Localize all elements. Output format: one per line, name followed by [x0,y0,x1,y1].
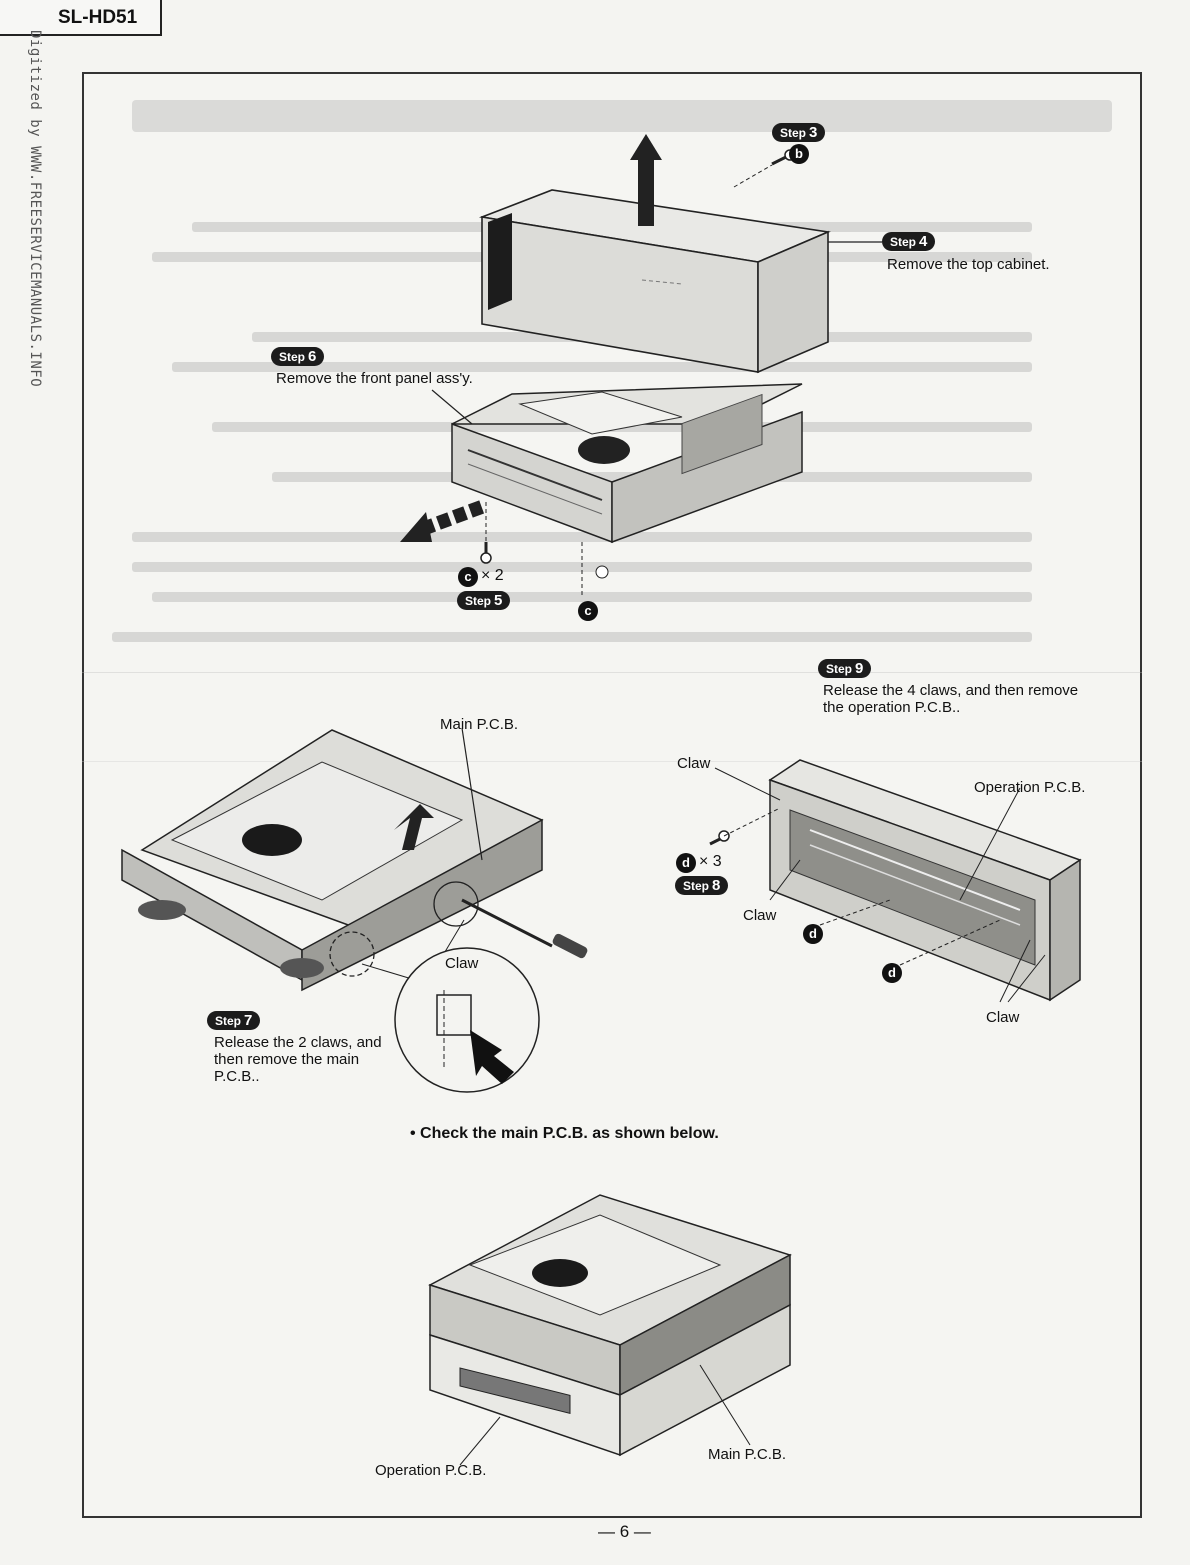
screw-b-drawing [733,149,796,188]
up-arrow [394,804,434,850]
screw-d-marker: d [676,853,696,873]
step-9-instruction: Release the 4 claws, and then remove the… [823,682,1079,716]
claw-detail-circle [394,947,540,1093]
screw-c-drawing [480,502,492,564]
check-unit-drawing [428,1194,792,1457]
check-note: • Check the main P.C.B. as shown below. [410,1125,719,1142]
model-name: SL-HD51 [58,7,138,28]
bleed-through-band [82,672,1142,762]
screw-b-marker: b [789,144,809,164]
model-header-tab: SL-HD51 [0,0,162,36]
screwdriver-drawing [461,898,588,959]
claw-label-bottom: Claw [986,1009,1020,1026]
top-cabinet-drawing [478,189,831,374]
check-main-pcb-illustration [428,1194,792,1466]
screw-d-marker-left: d [803,924,823,944]
operation-pcb-label-bottom: Operation P.C.B. [375,1462,487,1479]
screw-c-marker-right: c [578,601,598,621]
claw-label-middle: Claw [743,907,777,924]
step-6-instruction: Remove the front panel ass'y. [276,370,473,387]
page-number: — 6 — [598,1522,651,1541]
claw-label-top: Claw [677,755,711,772]
lift-arrow [630,134,662,226]
operation-pcb-removal-illustration [709,759,1082,1003]
screw-c-marker: c [458,567,478,587]
main-pcb-removal-illustration [121,727,588,1093]
cd-unit-drawing [451,383,803,597]
step-7-instruction: Release the 2 claws, and then remove the… [214,1034,382,1085]
front-panel-drawing [768,759,1082,1002]
site-watermark: Digitized by WWW.FREESERVICEMANUALS.INFO [27,30,43,388]
claw-label-detail: Claw [445,955,479,972]
step-4-instruction: Remove the top cabinet. [887,256,1050,273]
screw-d-count: × 3 [699,853,722,870]
top-unit-illustration [400,134,882,597]
main-pcb-label-bottom: Main P.C.B. [708,1446,787,1463]
front-panel-arrow [400,500,485,542]
operation-pcb-label-right: Operation P.C.B. [974,779,1086,796]
mechanism-drawing [121,729,544,992]
screw-d-marker-right: d [882,963,902,983]
screw-c-count: × 2 [481,567,504,584]
main-pcb-label-top: Main P.C.B. [440,716,519,733]
